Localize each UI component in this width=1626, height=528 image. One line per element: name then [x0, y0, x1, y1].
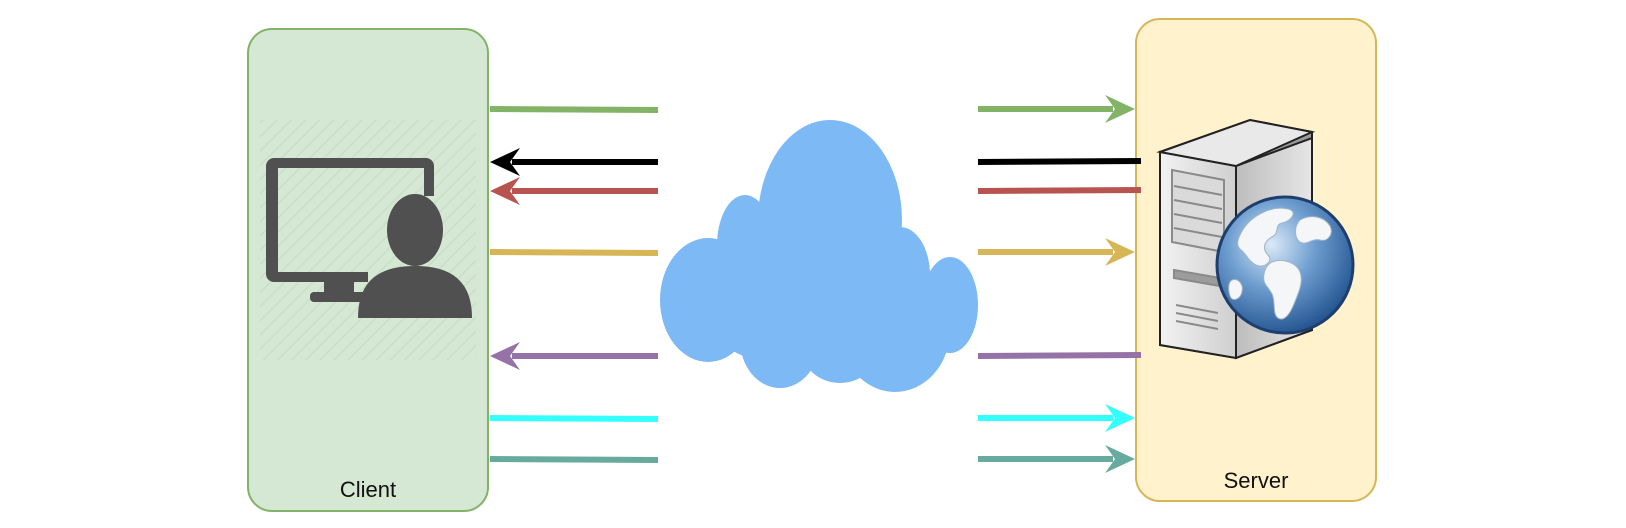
arrowhead-to-server — [1105, 238, 1135, 266]
arrowhead-to-client — [490, 148, 520, 176]
flow-segment-server-side — [977, 187, 1142, 194]
client-box: Client — [247, 28, 489, 512]
arrowhead-to-client — [490, 177, 520, 205]
client-label: Client — [340, 477, 396, 502]
user-computer-icon — [266, 158, 472, 318]
arrowhead-to-server — [1105, 445, 1135, 473]
web-server-icon — [1156, 118, 1355, 360]
server-label: Server — [1224, 468, 1289, 493]
flow-arrows — [489, 95, 1142, 473]
flow-segment-client-side — [489, 415, 659, 422]
flow-segment-client-side — [489, 106, 659, 113]
arrowhead-to-server — [1105, 404, 1135, 432]
server-box: Server — [1135, 18, 1377, 502]
flow-segment-server-side — [977, 352, 1142, 359]
flow-segment-client-side — [489, 456, 659, 463]
flow-segment-client-side — [489, 249, 659, 256]
arrowhead-to-client — [490, 342, 520, 370]
cloud-icon — [660, 120, 978, 392]
arrowhead-to-server — [1105, 95, 1135, 123]
flow-segment-server-side — [977, 158, 1142, 165]
